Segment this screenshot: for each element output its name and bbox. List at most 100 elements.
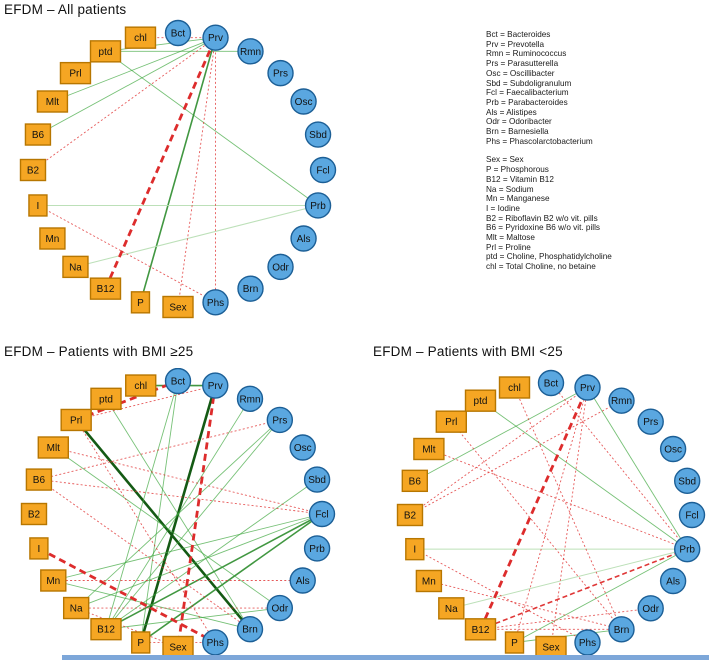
node-shape-square xyxy=(125,374,157,397)
node-label-Prl: Prl xyxy=(70,415,82,426)
node-label-Prb: Prb xyxy=(679,545,695,556)
node-label-Mlt: Mlt xyxy=(422,445,436,456)
edge-ptd-Prb xyxy=(480,400,688,550)
legend-line: Mlt = Maltose xyxy=(486,233,535,243)
node-label-Prv: Prv xyxy=(208,381,223,392)
edge-Mn-Brn xyxy=(53,580,251,630)
edge-I-Phs xyxy=(37,205,216,303)
node-label-Na: Na xyxy=(69,262,82,273)
node-label-Brn: Brn xyxy=(614,625,630,636)
node-label-Osc: Osc xyxy=(664,445,682,456)
legend-line: B12 = Vitamin B12 xyxy=(486,174,554,184)
node-Als: Als xyxy=(290,225,317,252)
node-shape-circle xyxy=(290,88,317,115)
node-shape-circle xyxy=(237,38,264,65)
node-shape-circle xyxy=(202,629,229,656)
node-B2: B2 xyxy=(20,502,48,526)
node-shape-circle xyxy=(202,289,229,316)
node-shape-square xyxy=(29,537,49,560)
edge-Prl-Bct xyxy=(75,379,179,422)
node-Mlt: Mlt xyxy=(36,90,69,113)
node-label-Na: Na xyxy=(70,604,83,615)
node-label-Prs: Prs xyxy=(273,69,288,80)
legend-line: P = Phosphorous xyxy=(486,165,549,175)
edge-Mlt-Odr xyxy=(53,447,281,609)
node-label-B12: B12 xyxy=(472,625,490,636)
node-chl: chl xyxy=(124,26,157,49)
legend-line: Osc = Oscillibacter xyxy=(486,68,555,78)
legend-line: Na = Sodium xyxy=(486,184,534,194)
legend-line: B6 = Pyridoxine B6 w/o vit. pills xyxy=(486,223,600,233)
legend-line: Fcl = Faecalibacterium xyxy=(486,88,569,98)
node-shape-circle xyxy=(290,225,317,252)
node-shape-circle xyxy=(266,406,294,434)
node-label-Sbd: Sbd xyxy=(308,475,326,486)
legend-line: I = Iodine xyxy=(486,203,520,213)
node-shape-circle xyxy=(659,567,687,595)
node-ptd: ptd xyxy=(89,40,122,63)
edge-Prv-P xyxy=(514,387,588,643)
node-shape-square xyxy=(25,468,53,491)
node-shape-circle xyxy=(678,501,706,529)
node-shape-circle xyxy=(308,500,336,528)
node-Fcl: Fcl xyxy=(678,501,706,529)
node-label-P: P xyxy=(137,298,144,309)
node-shape-square xyxy=(40,569,67,592)
edge-P-Brn xyxy=(514,628,622,643)
node-label-Fcl: Fcl xyxy=(315,510,328,521)
edge-B6-Prv xyxy=(414,387,588,482)
edge-Mlt-Fcl xyxy=(53,447,323,515)
legend-line: Prs = Parasutterella xyxy=(486,59,559,69)
node-Sex: Sex xyxy=(162,295,194,319)
node-Mn: Mn xyxy=(39,227,66,250)
node-shape-circle xyxy=(236,385,264,413)
node-label-Bct: Bct xyxy=(544,379,559,390)
node-shape-square xyxy=(464,618,497,641)
node-Rmn: Rmn xyxy=(237,38,264,65)
node-Na: Na xyxy=(438,597,465,620)
edge-B2-Prv xyxy=(409,387,588,516)
node-label-I: I xyxy=(413,545,416,556)
legend-line: Prv = Prevotella xyxy=(486,39,545,49)
node-label-Mlt: Mlt xyxy=(46,97,60,108)
node-shape-square xyxy=(401,469,429,493)
legend-line: B2 = Riboflavin B2 w/o vit. pills xyxy=(486,213,598,223)
node-label-Bct: Bct xyxy=(171,377,186,388)
node-Odr: Odr xyxy=(266,594,294,622)
node-label-Na: Na xyxy=(445,604,458,615)
node-Prs: Prs xyxy=(266,406,294,434)
node-label-Prv: Prv xyxy=(580,383,595,394)
legend-line: Prl = Proline xyxy=(486,242,531,252)
node-ptd: ptd xyxy=(90,387,122,411)
node-shape-square xyxy=(124,26,157,49)
node-Mlt: Mlt xyxy=(37,436,69,459)
node-shape-circle xyxy=(637,408,664,435)
node-Prl: Prl xyxy=(59,61,92,85)
bottom-strip xyxy=(62,655,709,660)
node-B12: B12 xyxy=(90,617,122,641)
edge-B12-Prb xyxy=(480,548,688,631)
node-shape-circle xyxy=(637,595,664,622)
node-B6: B6 xyxy=(25,468,53,491)
node-Brn: Brn xyxy=(236,615,264,643)
edge-Prl-Prv xyxy=(76,385,216,421)
node-label-B6: B6 xyxy=(33,475,46,486)
node-label-Sex: Sex xyxy=(169,303,186,314)
node-shape-square xyxy=(464,389,497,412)
node-label-Rmn: Rmn xyxy=(239,394,260,405)
edge-Prl-Brn xyxy=(75,419,251,631)
node-label-Als: Als xyxy=(666,577,680,588)
node-label-Fcl: Fcl xyxy=(316,166,329,177)
node-Bct: Bct xyxy=(164,368,192,395)
node-I: I xyxy=(28,194,48,217)
node-label-Prb: Prb xyxy=(309,544,325,555)
legend-line: Rmn = Ruminococcus xyxy=(486,49,567,59)
node-label-Brn: Brn xyxy=(243,284,259,295)
node-shape-circle xyxy=(164,19,192,47)
node-shape-circle xyxy=(303,466,331,493)
node-shape-square xyxy=(28,194,48,217)
node-shape-circle xyxy=(266,594,294,622)
node-B6: B6 xyxy=(401,469,429,493)
